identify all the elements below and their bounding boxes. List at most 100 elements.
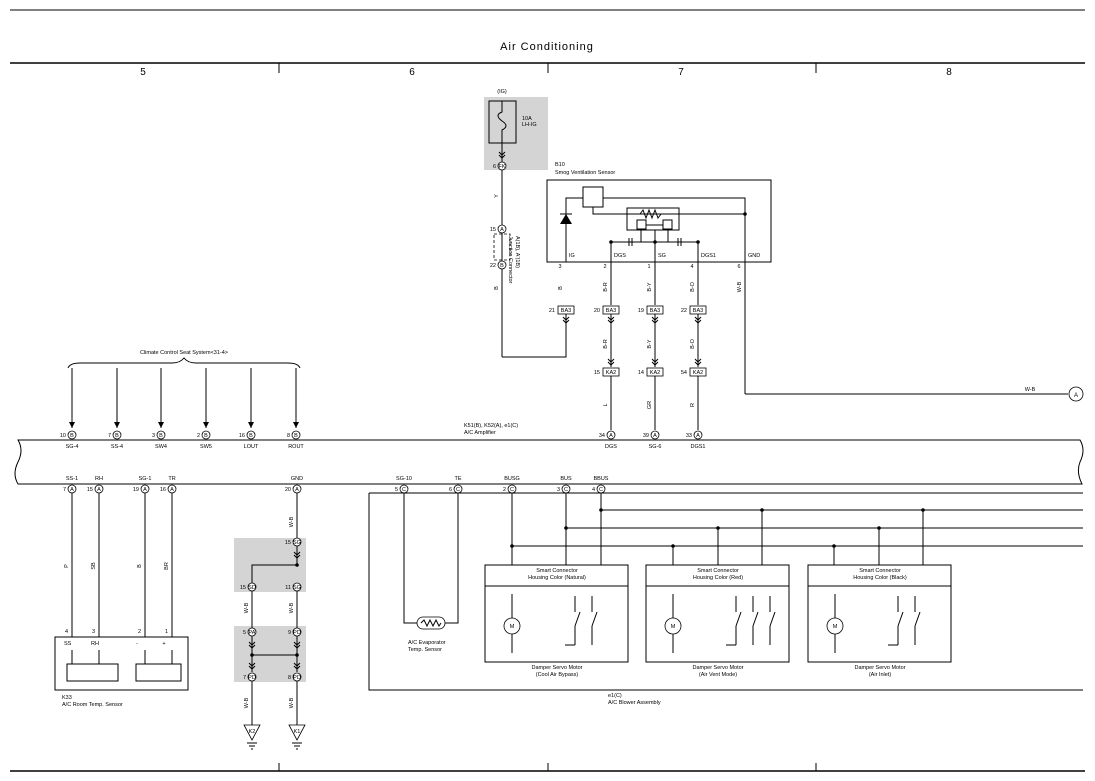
sensor-ig-link: [565, 197, 583, 214]
bus-dot-3: [510, 544, 514, 548]
smog-terminal-3: DGS1: [701, 253, 716, 259]
smog-terminal-4: GND: [748, 253, 760, 259]
smog-sensor-box: [546, 179, 772, 263]
fuse-pin-letter: FK: [498, 164, 505, 170]
ba3-conn-0-label: BA3: [561, 308, 571, 314]
seat-system-brace: [67, 357, 301, 369]
room-sensor-pin-0: 4: [65, 629, 68, 635]
sensing-element-right: [662, 219, 673, 230]
amp-top-pin-0: 10: [60, 433, 66, 439]
motor-letter-0: M: [510, 624, 515, 630]
servo-switch-blade-0-1: [591, 611, 598, 627]
fuse-supply-label: (IG): [497, 89, 507, 95]
wire-color-wb-k2: W-B: [244, 697, 250, 708]
bus-dot-2: [564, 526, 568, 530]
fuse-chevron: [498, 151, 506, 156]
amp-bottom-pin-1: 15: [87, 487, 93, 493]
splice-0-letter: SG: [293, 540, 301, 546]
amp-bottom-label-4: GND: [291, 476, 303, 482]
motor-letter-1: M: [671, 624, 676, 630]
wire-color-bo-2: B-O: [690, 338, 696, 349]
amp-top-pin-1: 7: [108, 433, 111, 439]
amp-bottom-conn-2-letter: A: [143, 487, 147, 493]
seat-system-label: Climate Control Seat System<31-4>: [140, 350, 228, 356]
amp-bottom-pin-3: 16: [160, 487, 166, 493]
ba3-conn-1-label: BA3: [606, 308, 616, 314]
amp-bottom-conn-6-letter: C: [456, 487, 460, 493]
amp-bottom-conn-9-letter: C: [599, 487, 603, 493]
junction-top-pin-letter: A: [500, 227, 504, 233]
ground-ref-circle: [1068, 386, 1084, 402]
splice-bridge-top: [251, 564, 297, 583]
amp-top-conn-6-letter: A: [609, 433, 613, 439]
splice-3-number: 5: [243, 630, 246, 636]
splice-3-letter: PA: [249, 630, 256, 636]
amp-bottom-pin-6: 6: [449, 487, 452, 493]
ground-symbol-1: [288, 724, 306, 741]
amp-bottom-conn-4-letter: A: [295, 487, 299, 493]
page-title: Air Conditioning: [500, 41, 594, 53]
ka2-chevron-1: [651, 358, 659, 363]
amp-top-conn-1: [112, 430, 122, 440]
amp-top-conn-4-letter: B: [249, 433, 253, 439]
bus-dot-1: [599, 508, 603, 512]
amp-id: K51(B), K52(A), e1(C): [464, 423, 518, 429]
amp-bottom-label-2: SG-1: [139, 476, 152, 482]
module-bus-dot-0: [716, 526, 720, 530]
wire-color-gr: GR: [647, 401, 653, 409]
servo-switch-blade-2-1: [914, 611, 921, 627]
motor-icon-1: [664, 617, 682, 635]
smog-pin-4: 6: [737, 264, 740, 270]
wire-color-sb: SB: [91, 562, 97, 570]
amplifier-body: [14, 439, 1084, 485]
sensor-element-box: [626, 207, 680, 231]
amp-top-label-6: DGS: [605, 444, 617, 450]
amp-name: A/C Amplifier: [464, 430, 496, 436]
blower-outline: [368, 493, 1083, 691]
wire-color-wb-l: W-B: [244, 602, 250, 613]
room-sensor-term-0: SS: [64, 641, 72, 647]
splice-5-letter: PD: [248, 675, 256, 681]
ba3-conn-2-label: BA3: [650, 308, 660, 314]
smart-connector-2: [807, 564, 952, 663]
amp-top-label-4: LOUT: [244, 444, 259, 450]
amp-bottom-pin-4: 20: [285, 487, 291, 493]
splice-1-number: 15: [240, 585, 246, 591]
ka2-conn-2-label: KA2: [693, 370, 703, 376]
amp-bottom-label-6: TE: [454, 476, 461, 482]
wire-color-wb: W-B: [737, 281, 743, 292]
splice-dot-r: [295, 653, 299, 657]
ka2-conn-0-label: KA2: [606, 370, 616, 376]
amp-bottom-label-3: TR: [168, 476, 175, 482]
splice-5-number: 7: [243, 675, 246, 681]
splice-chevron-r: [293, 644, 301, 649]
ba3-pin-0: 21: [549, 308, 555, 314]
smog-terminal-1: DGS: [614, 253, 626, 259]
ba3-pin-3: 22: [681, 308, 687, 314]
smog-pin-0: 3: [558, 264, 561, 270]
column-number-5: 5: [140, 67, 146, 78]
room-sensor-pin-1: 3: [92, 629, 95, 635]
splice-chevron-a: [293, 551, 301, 556]
servo-motor-label-1: Damper Servo Motor(Air Vent Mode): [692, 665, 743, 678]
smog-pin-3: 4: [690, 264, 693, 270]
amp-bottom-conn-8-letter: C: [564, 487, 568, 493]
amp-top-conn-4: [246, 430, 256, 440]
splice-dot-top: [295, 563, 299, 567]
module-bbus-dot-0: [760, 508, 764, 512]
amp-bottom-label-1: RH: [95, 476, 103, 482]
ka2-chevron-2: [694, 358, 702, 363]
room-sensor-box: [54, 636, 189, 691]
wire-color-l: L: [603, 403, 609, 406]
wire-color-br-room: BR: [164, 562, 170, 570]
amp-top-conn-2-letter: B: [159, 433, 163, 439]
room-sensor-pin-3: 1: [165, 629, 168, 635]
splice-chevron-l2: [248, 665, 256, 670]
amp-bottom-conn-0-letter: A: [70, 487, 74, 493]
splice-chevron-r: [293, 641, 301, 646]
servo-switch-blade-1-1: [752, 611, 759, 627]
amp-top-pin-3: 2: [197, 433, 200, 439]
junction-bottom-pin-number: 22: [490, 263, 496, 269]
